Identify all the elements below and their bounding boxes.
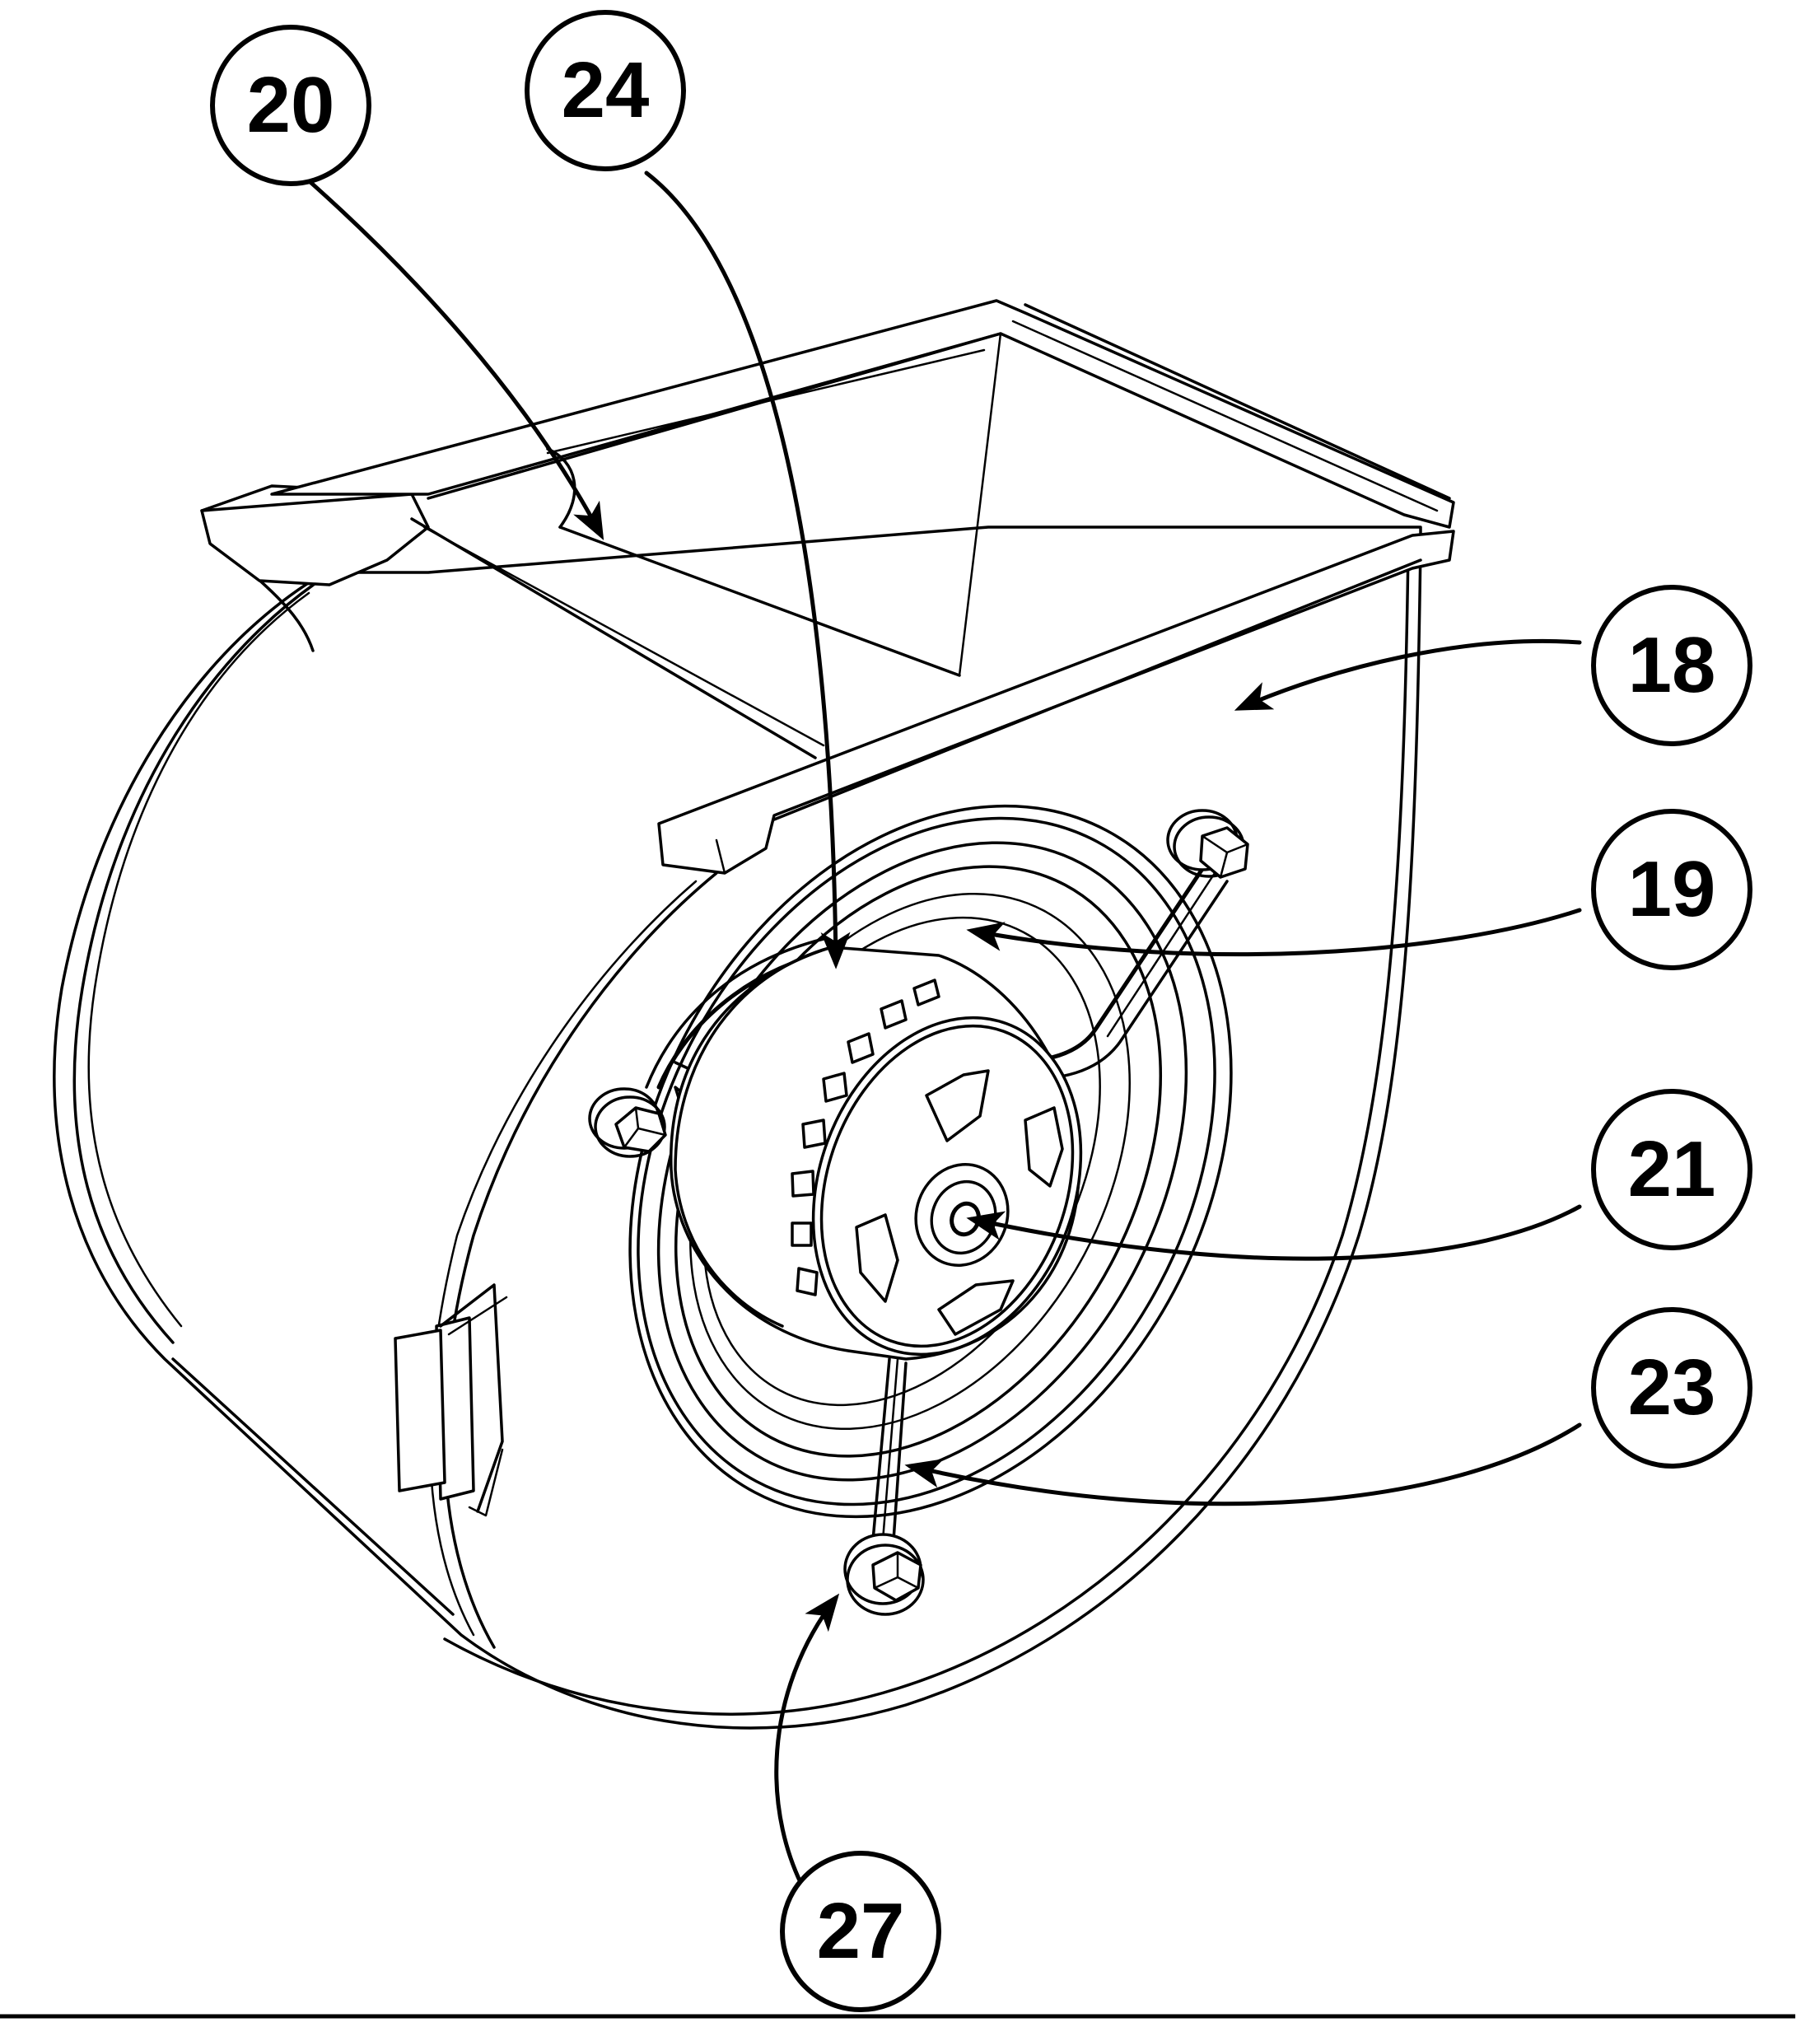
svg-text:27: 27 bbox=[817, 1887, 905, 1975]
callout-19: 19 bbox=[1591, 809, 1752, 970]
leader-19 bbox=[966, 908, 1582, 957]
callout-27: 27 bbox=[780, 1851, 941, 2012]
mount-bolts bbox=[588, 809, 1249, 1616]
discharge-outlet bbox=[200, 299, 1455, 875]
svg-text:20: 20 bbox=[247, 61, 335, 149]
svg-text:19: 19 bbox=[1628, 845, 1716, 933]
bolt-left bbox=[588, 1087, 667, 1158]
leader-lines bbox=[302, 170, 1582, 1905]
blower-motor bbox=[670, 946, 1083, 1361]
callout-23: 23 bbox=[1591, 1307, 1752, 1469]
bolt-bottom bbox=[843, 1533, 925, 1616]
motor-vent-slots bbox=[791, 978, 940, 1296]
leader-23 bbox=[904, 1422, 1582, 1506]
callouts: 20 24 18 19 21 23 27 bbox=[210, 10, 1752, 2012]
leader-21 bbox=[966, 1204, 1582, 1261]
callout-21: 21 bbox=[1591, 1089, 1752, 1250]
svg-text:23: 23 bbox=[1628, 1343, 1716, 1432]
leader-18 bbox=[1234, 638, 1582, 711]
mounting-clip bbox=[394, 1283, 508, 1517]
svg-text:21: 21 bbox=[1628, 1125, 1716, 1213]
leader-20 bbox=[302, 175, 604, 540]
callout-24: 24 bbox=[525, 10, 686, 171]
svg-text:24: 24 bbox=[562, 46, 650, 134]
leader-24 bbox=[644, 170, 851, 969]
callout-20: 20 bbox=[210, 25, 371, 186]
motor-endcap-vents bbox=[855, 1069, 1064, 1336]
bolt-top-right bbox=[1166, 809, 1249, 879]
svg-text:18: 18 bbox=[1628, 621, 1716, 709]
leader-27 bbox=[774, 1593, 840, 1905]
callout-18: 18 bbox=[1591, 585, 1752, 746]
